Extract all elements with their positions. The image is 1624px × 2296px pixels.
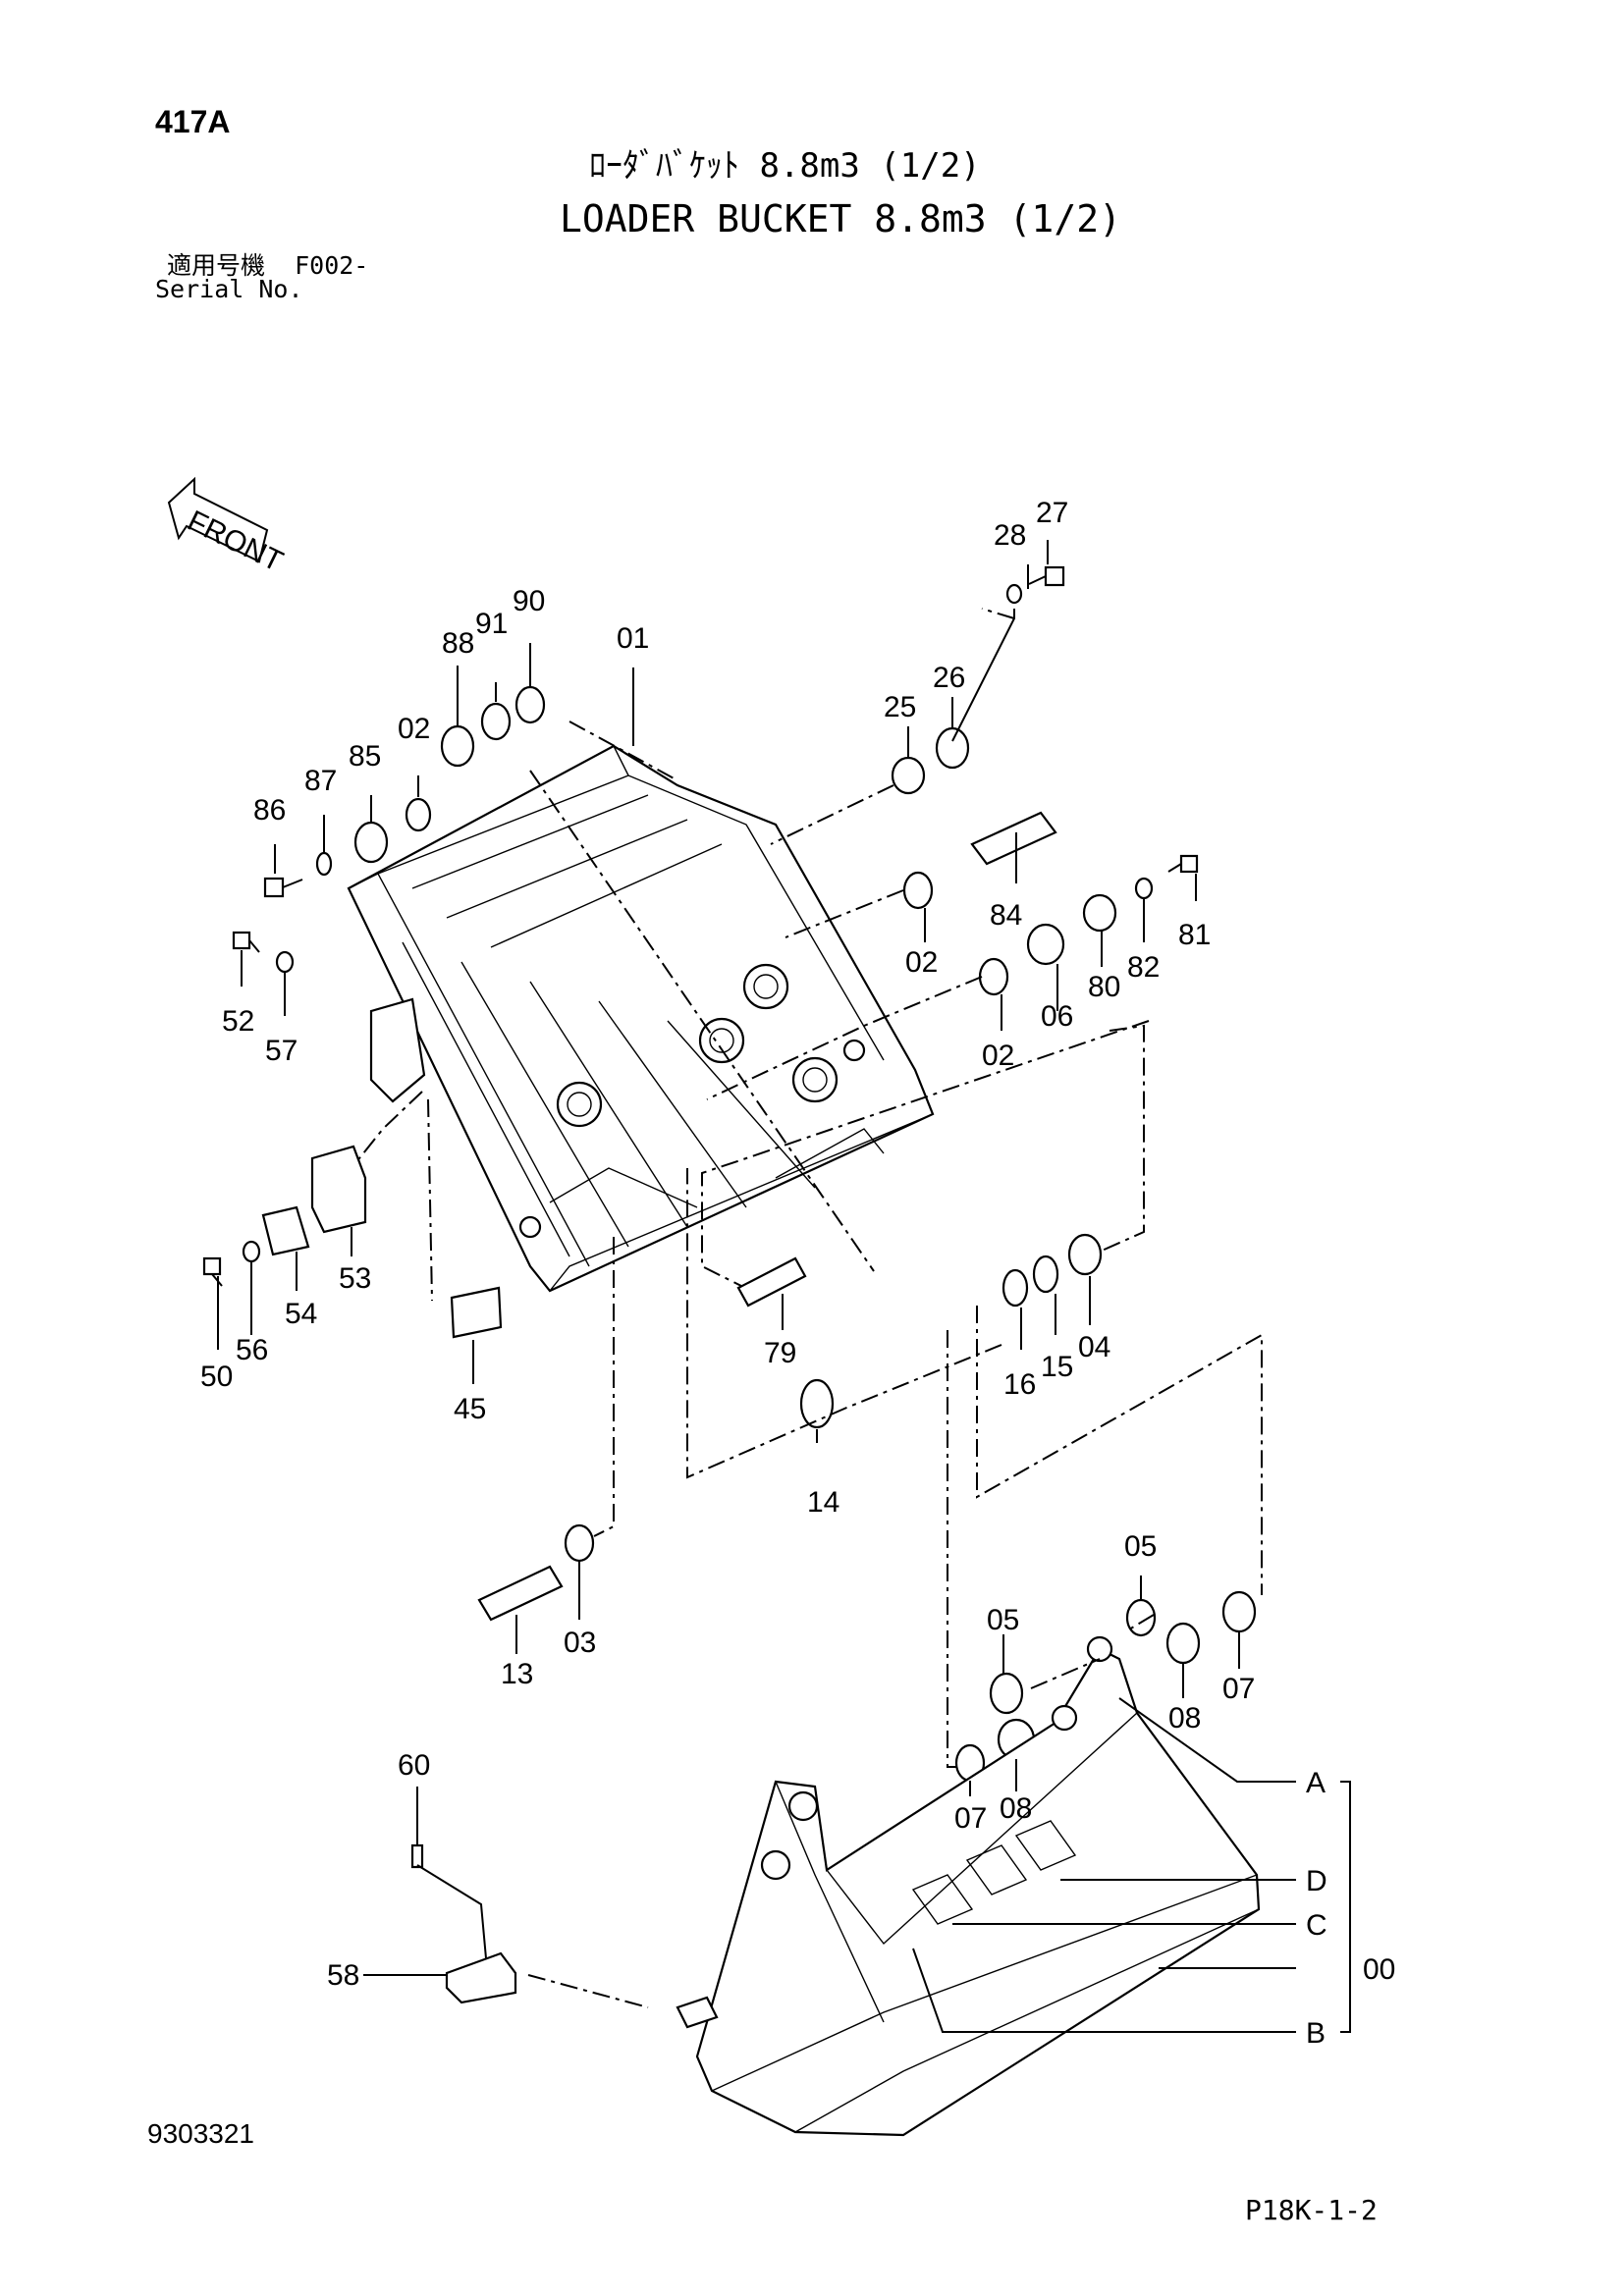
- washer-82: [1134, 877, 1154, 900]
- bushing-85: [353, 821, 389, 864]
- callout-C: C: [1306, 1909, 1327, 1942]
- callout-53: 53: [339, 1262, 371, 1295]
- callout-02-low: 02: [982, 1040, 1014, 1072]
- callout-58: 58: [327, 1959, 359, 1992]
- page-reference: P18K-1-2: [1245, 2194, 1378, 2226]
- callout-08-right: 08: [1168, 1702, 1201, 1735]
- callout-A: A: [1306, 1767, 1326, 1799]
- callout-81: 81: [1178, 919, 1211, 951]
- callout-13: 13: [501, 1658, 533, 1690]
- shim-91: [480, 702, 512, 741]
- callout-90: 90: [513, 585, 545, 617]
- bushing-08b: [1165, 1622, 1201, 1665]
- callout-60: 60: [398, 1749, 430, 1782]
- callout-84: 84: [990, 899, 1022, 932]
- bolt-86-icon: [263, 877, 303, 898]
- plate-54: [261, 1205, 310, 1256]
- callout-B: B: [1306, 2017, 1326, 2050]
- callout-16: 16: [1003, 1368, 1036, 1401]
- bolt-52-icon: [232, 931, 260, 953]
- bushing-04: [1067, 1233, 1103, 1276]
- tooth-58: [445, 1951, 517, 2004]
- callout-27: 27: [1036, 497, 1068, 529]
- callout-86: 86: [253, 794, 286, 827]
- title-english: LOADER BUCKET 8.8m3 (1/2): [560, 197, 1121, 240]
- callout-79: 79: [764, 1337, 796, 1369]
- washer-16: [1001, 1268, 1029, 1308]
- bushing-26: [935, 726, 970, 770]
- callout-57: 57: [265, 1035, 298, 1067]
- pin-13: [477, 1565, 564, 1622]
- bushing-02b: [902, 871, 934, 910]
- callout-52: 52: [222, 1005, 254, 1038]
- callout-02-top: 02: [398, 713, 430, 745]
- oring-88: [440, 724, 475, 768]
- callout-07-right: 07: [1222, 1673, 1255, 1705]
- callout-03: 03: [564, 1627, 596, 1659]
- shim-15: [1032, 1255, 1059, 1294]
- plate-53: [310, 1145, 367, 1234]
- callout-05-lower: 05: [987, 1604, 1019, 1636]
- callout-01: 01: [617, 622, 649, 655]
- callout-25: 25: [884, 691, 916, 723]
- callout-28: 28: [994, 519, 1026, 552]
- collar-80: [1082, 893, 1117, 933]
- loader-bucket-body: [676, 1635, 1261, 2137]
- callout-56: 56: [236, 1334, 268, 1366]
- callout-88: 88: [442, 627, 474, 660]
- washer-07b: [1221, 1590, 1257, 1633]
- serial-label-japanese: 適用号機 F002-: [167, 251, 369, 280]
- bushing-02a: [405, 797, 432, 832]
- bolt-27-icon: [1028, 565, 1065, 587]
- washer-28: [1005, 583, 1023, 605]
- bushing-03: [564, 1523, 595, 1563]
- callout-05-upper: 05: [1124, 1530, 1157, 1563]
- bushing-25: [891, 756, 926, 795]
- shim-90: [514, 685, 546, 724]
- callout-04: 04: [1078, 1331, 1110, 1363]
- callout-15: 15: [1041, 1351, 1073, 1383]
- washer-56: [242, 1240, 261, 1263]
- callout-87: 87: [304, 765, 337, 797]
- bolt-81-icon: [1167, 854, 1199, 874]
- callout-08-left: 08: [1000, 1792, 1032, 1825]
- pin-84: [970, 811, 1057, 866]
- front-label: FRONT: [183, 505, 288, 578]
- callout-45: 45: [454, 1393, 486, 1425]
- callout-14: 14: [807, 1486, 839, 1519]
- callout-54: 54: [285, 1298, 317, 1330]
- title-japanese: ﾛｰﾀﾞﾊﾞｹｯﾄ 8.8m3 (1/2): [589, 146, 981, 186]
- washer-57: [275, 950, 295, 974]
- pin-60: [410, 1843, 424, 1869]
- callout-06: 06: [1041, 1000, 1073, 1033]
- document-number: 9303321: [147, 2118, 255, 2149]
- front-arrow-icon: FRONT: [167, 476, 288, 578]
- cover-plate-57: [369, 997, 426, 1103]
- callout-80: 80: [1088, 971, 1120, 1003]
- callout-50: 50: [200, 1361, 233, 1393]
- callout-00: 00: [1363, 1953, 1395, 1986]
- callout-02-mid: 02: [905, 946, 938, 979]
- pin-79: [736, 1256, 807, 1308]
- bushing-05a: [989, 1672, 1024, 1715]
- callout-82: 82: [1127, 951, 1160, 984]
- plate-45: [450, 1286, 503, 1339]
- bolt-50-icon: [202, 1256, 223, 1287]
- bushing-02c: [978, 957, 1009, 996]
- page-code: 417A: [155, 104, 231, 139]
- washer-87: [315, 851, 333, 877]
- callout-91: 91: [475, 608, 508, 640]
- bushing-06: [1026, 923, 1065, 966]
- bucket-link-frame: [347, 744, 935, 1293]
- serial-label-english: Serial No.: [155, 275, 303, 303]
- callout-85: 85: [349, 740, 381, 773]
- callout-26: 26: [933, 662, 965, 694]
- oring-14: [799, 1378, 835, 1429]
- callout-07-left: 07: [954, 1802, 987, 1835]
- callout-D: D: [1306, 1865, 1327, 1897]
